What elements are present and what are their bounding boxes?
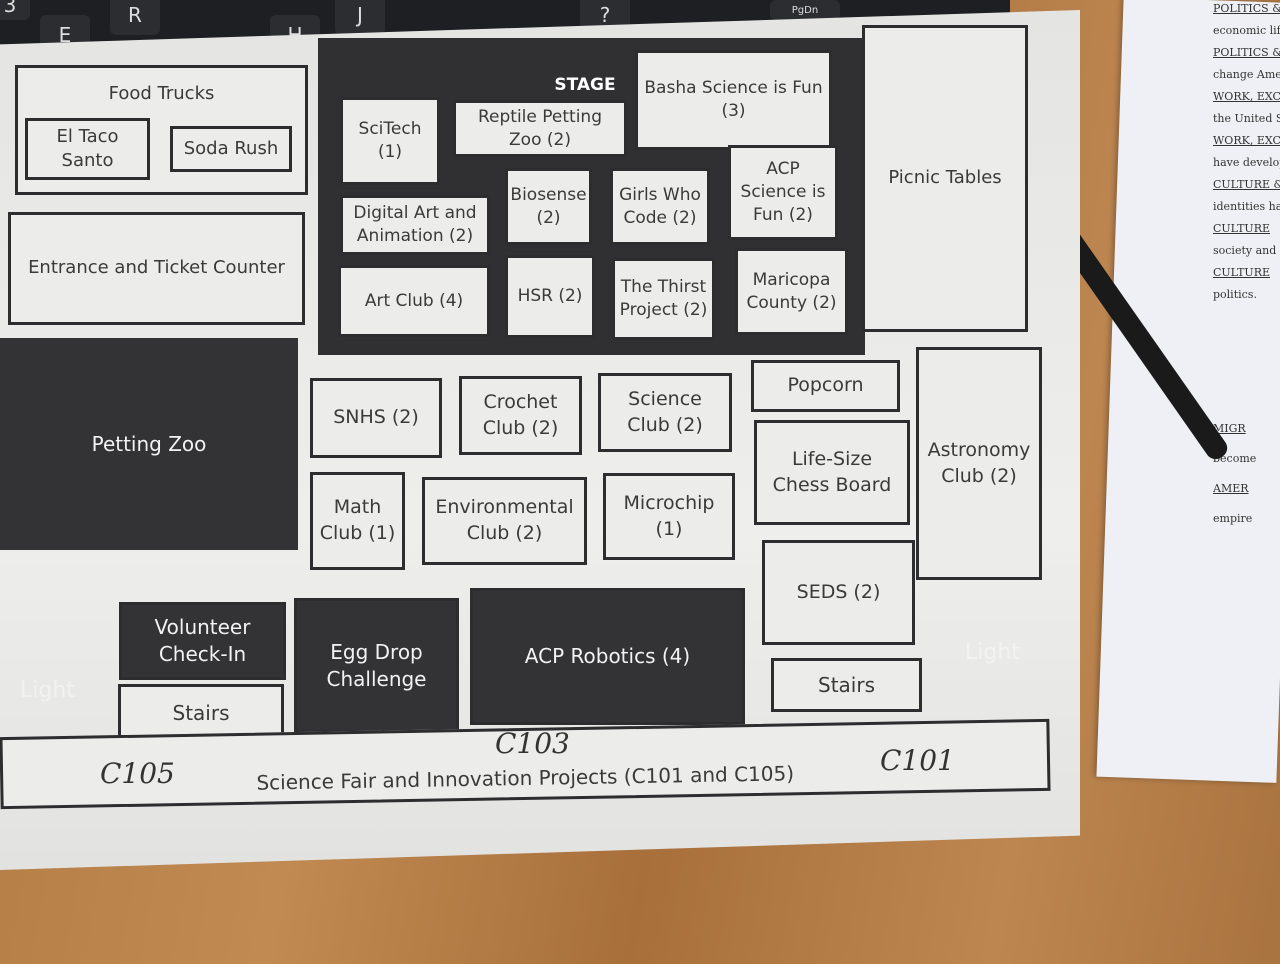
stage-booth: Art Club (4) <box>338 265 490 337</box>
stage-booth: Basha Science is Fun (3) <box>635 50 832 150</box>
stage-booth: Digital Art and Animation (2) <box>340 195 490 255</box>
document-line: POLITICS & <box>1213 2 1280 15</box>
picnic-tables: Picnic Tables <box>862 25 1028 332</box>
booth: SEDS (2) <box>762 540 915 645</box>
document-line: WORK, EXCH <box>1213 134 1280 147</box>
stage-booth: ACP Science is Fun (2) <box>728 145 838 240</box>
key: R <box>110 0 160 35</box>
document-line: WORK, EXCH <box>1213 90 1280 103</box>
key: J <box>335 0 385 35</box>
key: 3 <box>0 0 30 20</box>
document-line: politics. <box>1213 288 1257 301</box>
booth: Math Club (1) <box>310 472 405 570</box>
handwritten-note: C101 <box>880 744 955 777</box>
volunteer-check-in: Volunteer Check-In <box>119 602 286 680</box>
document-line: MIGR <box>1213 422 1246 435</box>
stage-booth: Girls Who Code (2) <box>610 168 710 245</box>
document-line: change Americ <box>1213 68 1280 81</box>
stage-booth: SciTech (1) <box>340 97 440 185</box>
document-line: the United Stat <box>1213 112 1280 125</box>
booth: SNHS (2) <box>310 378 442 458</box>
petting-zoo: Petting Zoo <box>0 338 298 550</box>
stage-label: STAGE <box>554 74 616 95</box>
light-watermark: Light <box>965 640 1020 665</box>
document-line: economic life <box>1213 24 1280 37</box>
key: PgDn <box>770 0 840 20</box>
booth: Soda Rush <box>170 126 292 172</box>
booth: Science Club (2) <box>598 373 732 452</box>
entrance: Entrance and Ticket Counter <box>8 212 305 325</box>
document-line: empire <box>1213 512 1253 525</box>
acp-robotics: ACP Robotics (4) <box>470 588 745 725</box>
food-trucks-label: Food Trucks <box>108 83 215 104</box>
booth: Life-Size Chess Board <box>754 420 910 525</box>
stage-booth: Maricopa County (2) <box>735 248 848 335</box>
stairs: Stairs <box>771 658 922 712</box>
stage-booth: Reptile Petting Zoo (2) <box>453 100 627 157</box>
document-line: CULTURE <box>1213 266 1271 279</box>
booth: Crochet Club (2) <box>459 376 582 455</box>
document-line: society and <box>1213 244 1277 257</box>
document-line: identities hav <box>1213 200 1280 213</box>
booth: El Taco Santo <box>25 118 150 180</box>
egg-drop-challenge: Egg Drop Challenge <box>294 598 459 733</box>
document-line: AMER <box>1213 482 1249 495</box>
booth: Environmental Club (2) <box>422 477 587 565</box>
stage-booth: The Thirst Project (2) <box>612 258 715 340</box>
document-line: CULTURE & <box>1213 178 1280 191</box>
document-line: CULTURE <box>1213 222 1271 235</box>
document-line: have develope <box>1213 156 1280 169</box>
stage-booth: HSR (2) <box>505 255 595 338</box>
booth: Astronomy Club (2) <box>916 347 1042 580</box>
handwritten-note: C103 <box>495 727 570 760</box>
document-line: POLITICS & <box>1213 46 1280 59</box>
stage-booth: Biosense (2) <box>505 168 592 245</box>
light-watermark: Light <box>20 678 75 703</box>
booth: Popcorn <box>751 360 900 412</box>
booth: Microchip (1) <box>603 473 735 560</box>
handwritten-note: C105 <box>100 757 175 790</box>
